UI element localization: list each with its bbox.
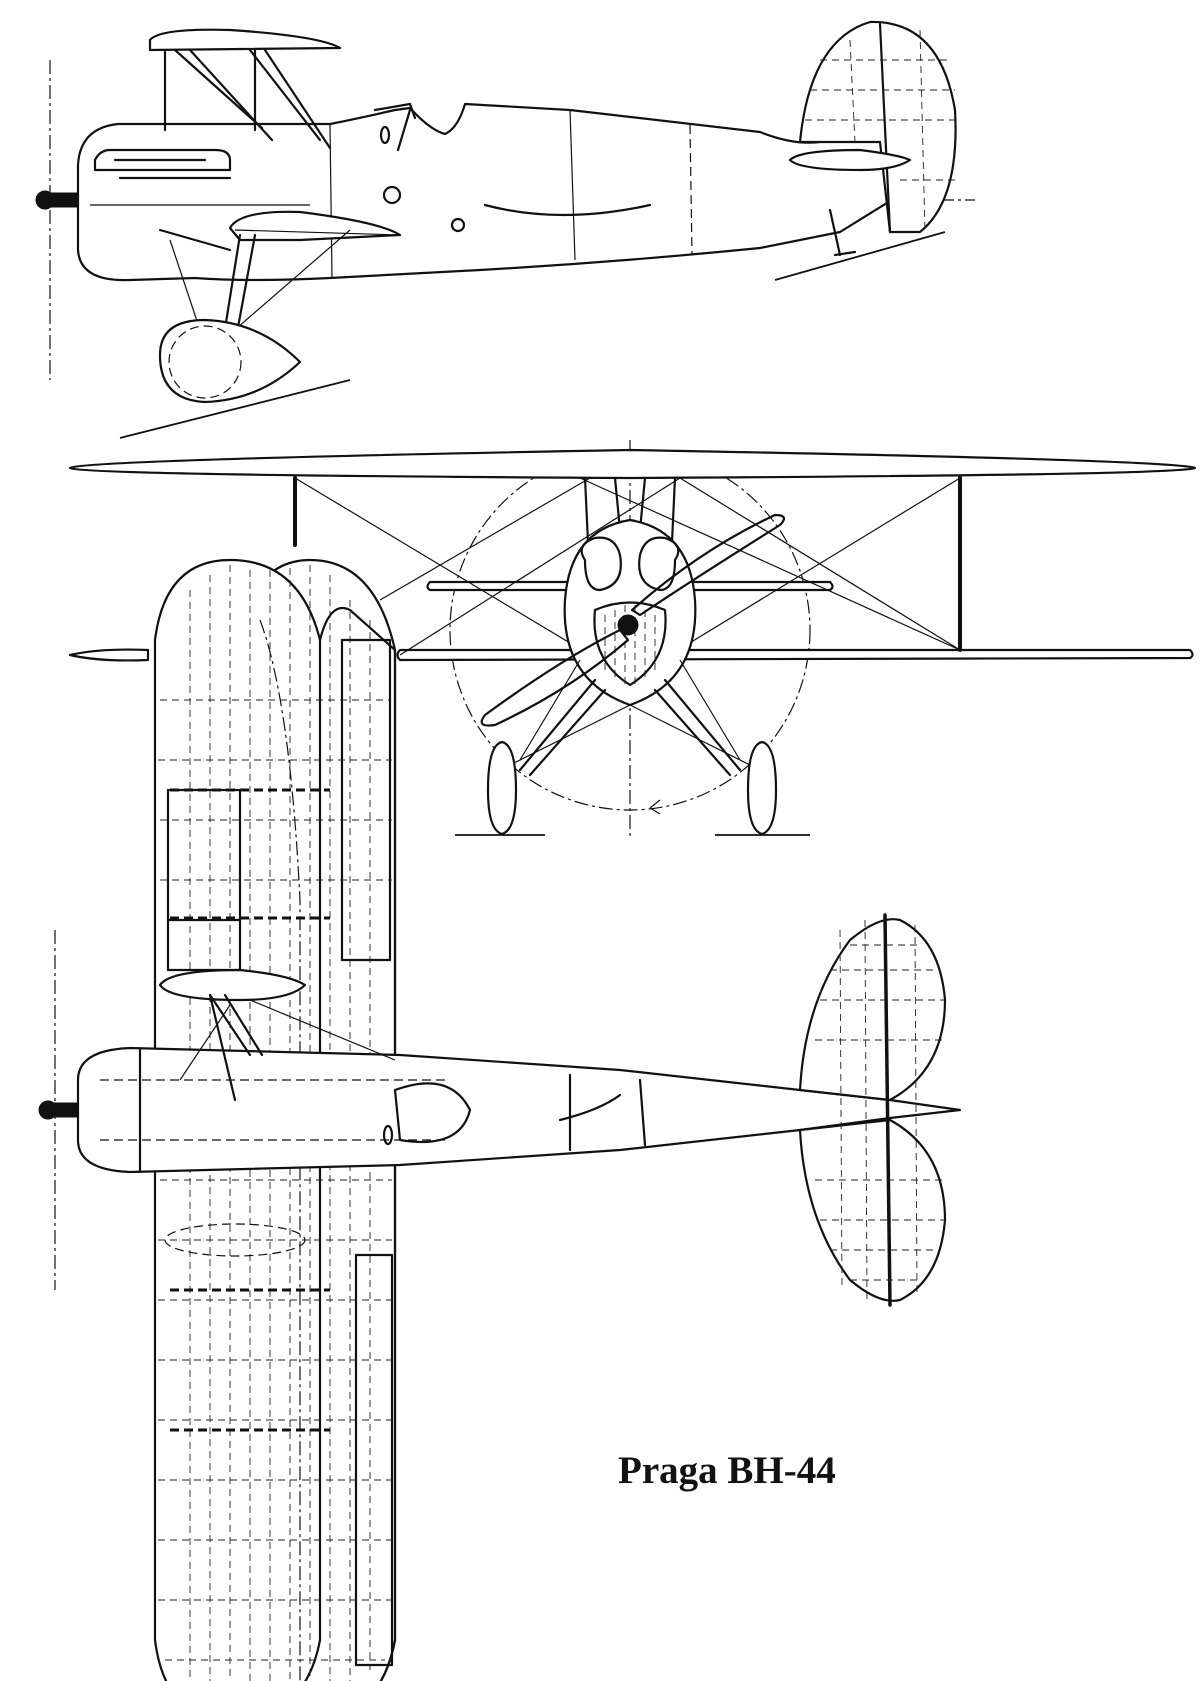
front-wheel-left [486,740,518,836]
plan-view [38,558,962,1681]
plan-tailplane-lower [798,1118,947,1302]
front-lower-wing [396,648,1194,662]
drawing-title: Praga BH-44 [618,1449,836,1492]
front-fuselage [563,518,697,707]
side-fin-rudder [798,20,957,234]
plan-tailplane-upper [798,918,947,1102]
front-wheel-right [746,740,778,836]
plan-fuselage [76,1046,962,1174]
side-upper-wing [148,28,342,52]
front-view [68,440,1197,840]
side-lower-wing [228,210,402,242]
front-upper-wing [68,448,1197,480]
side-wheel-spat [158,318,302,404]
side-view [35,20,975,439]
side-fuselage [76,102,897,282]
